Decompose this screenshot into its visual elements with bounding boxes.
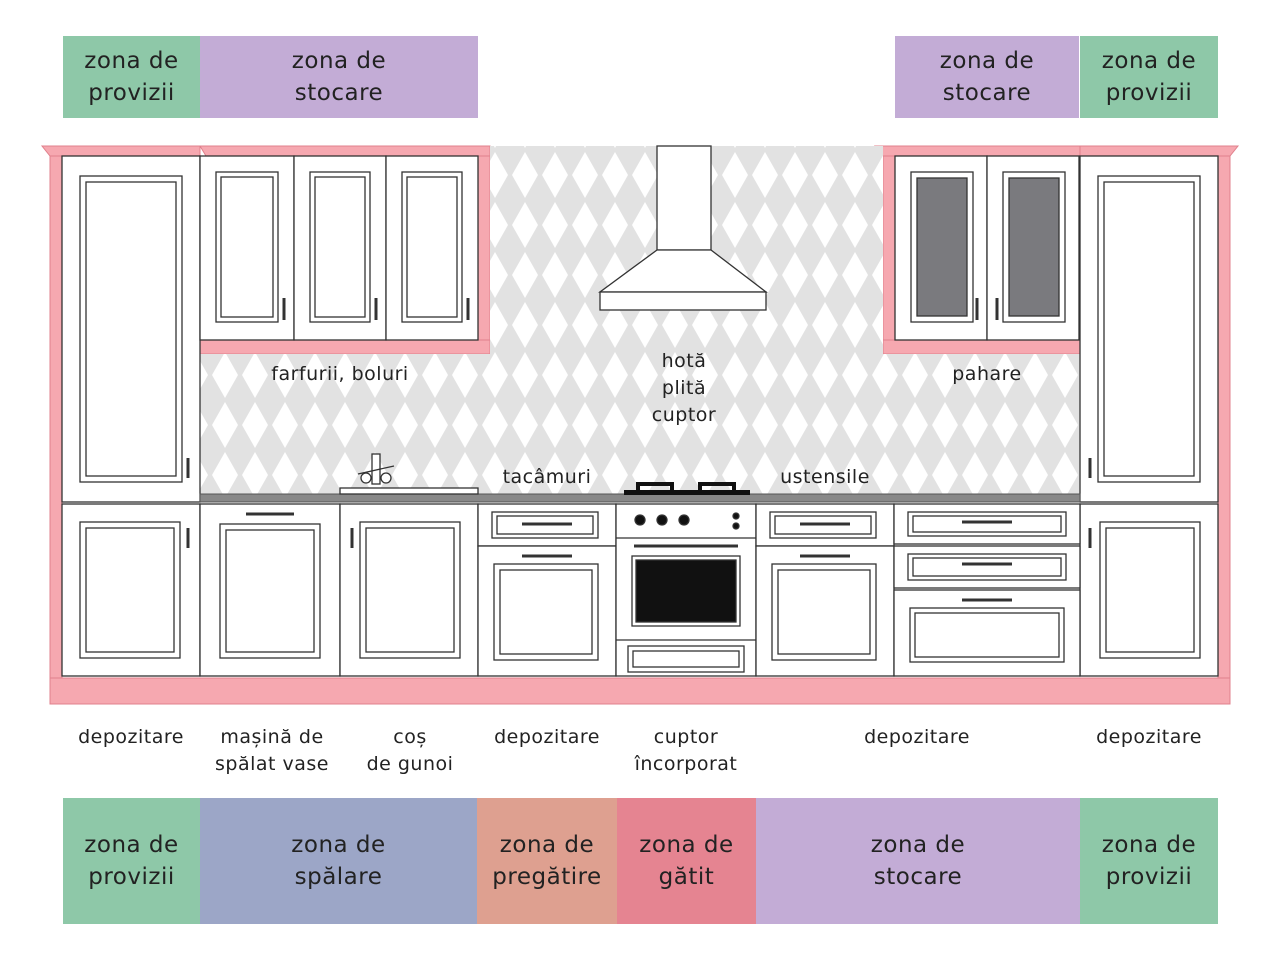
label-base-trash: coș de gunoi: [366, 726, 454, 775]
upper-glass-cabinets-right: [894, 155, 1080, 341]
tall-pantry-left: [61, 155, 201, 677]
frame-panels: [40, 145, 1240, 705]
base-drawer-storage-1: [477, 503, 617, 677]
label-cutlery: tacâmuri: [502, 466, 592, 488]
bottom-zone-provizii-right: zona de provizii: [1080, 798, 1218, 924]
label-glasses: pahare: [952, 363, 1022, 385]
cooktop-burners: [624, 482, 750, 495]
top-zone-stocare-right: zona de stocare: [895, 36, 1079, 118]
base-oven: [615, 503, 757, 677]
top-zone-stocare-left: zona de stocare: [200, 36, 478, 118]
sink-faucet: [339, 453, 479, 495]
backsplash-tiles-lower: [200, 354, 1080, 494]
label-base-storage-2: depozitare: [494, 726, 600, 748]
base-trash: [339, 503, 479, 677]
countertop: [199, 493, 1081, 503]
label-base-oven: cuptor încorporat: [634, 726, 738, 775]
label-plates-bowls: farfurii, boluri: [271, 363, 409, 385]
base-drawer-stack: [893, 503, 1081, 677]
tall-pantry-right: [1079, 155, 1219, 677]
bottom-zone-gatit: zona de gătit: [617, 798, 756, 924]
label-hood-cooktop-oven: hotă plită cuptor: [651, 350, 717, 426]
bottom-zone-pregatire: zona de pregătire: [477, 798, 617, 924]
label-base-storage-1: depozitare: [78, 726, 184, 748]
top-zone-provizii-right: zona de provizii: [1080, 36, 1218, 118]
bottom-zone-spalare: zona de spălare: [200, 798, 477, 924]
base-drawer-storage-2: [755, 503, 895, 677]
bottom-zone-stocare: zona de stocare: [756, 798, 1080, 924]
label-base-storage-4: depozitare: [1096, 726, 1202, 748]
label-base-storage-3: depozitare: [864, 726, 970, 748]
base-dishwasher: [199, 503, 341, 677]
bottom-zone-provizii-left: zona de provizii: [63, 798, 200, 924]
range-hood: [598, 145, 768, 311]
upper-cabinets-left: [199, 155, 479, 341]
label-base-dishwasher: mașină de spălat vase: [215, 726, 329, 775]
top-zone-provizii-left: zona de provizii: [63, 36, 200, 118]
label-utensils: ustensile: [780, 466, 870, 488]
